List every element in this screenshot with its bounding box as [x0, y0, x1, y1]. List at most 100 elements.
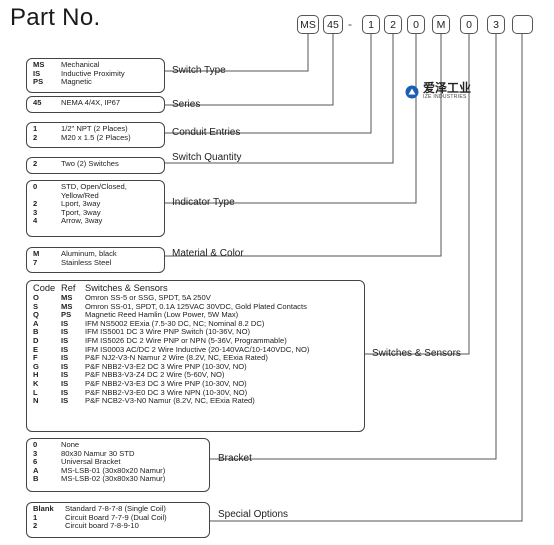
code: B	[33, 474, 39, 484]
code: G	[33, 361, 39, 371]
desc: Inductive Proximity	[61, 68, 125, 78]
part-box-sensors: 0	[460, 15, 478, 34]
desc: Universal Bracket	[61, 457, 121, 467]
code: 2	[33, 132, 38, 142]
desc: P&F NCB2-V3-N0 Namur (8.2V, NC, EExia Ra…	[85, 396, 255, 406]
label-switch-type: Switch Type	[172, 65, 226, 76]
label-switch-quantity: Switch Quantity	[172, 152, 242, 163]
code: IS	[33, 68, 41, 78]
desc: Magnetic Reed Hamlin (Low Power, 5W Max)	[85, 310, 239, 320]
label-special-options: Special Options	[218, 509, 289, 520]
code: O	[33, 293, 39, 302]
code: L	[33, 387, 38, 397]
code: 6	[33, 457, 38, 467]
part-box-series: 45	[323, 15, 343, 34]
ref: IS	[61, 344, 69, 354]
code: D	[33, 335, 39, 345]
desc: M20 x 1.5 (2 Places)	[61, 132, 131, 142]
part-box-switch-type: MS	[297, 15, 319, 34]
desc: 80x30 Namur 30 STD	[61, 448, 135, 458]
code: 7	[33, 257, 38, 267]
desc: STD, Open/Closed,	[61, 182, 127, 191]
label-indicator-type: Indicator Type	[172, 197, 235, 208]
desc: Circuit board 7-8-9-10	[65, 521, 139, 531]
label-switches-sensors: Switches & Sensors	[372, 348, 461, 359]
desc: IFM IS0003 AC/DC 2 Wire Inductive (20-14…	[85, 344, 310, 354]
brand-name-cn: 爱泽工业	[423, 81, 472, 95]
ref: MS	[61, 301, 73, 311]
code: M	[33, 249, 40, 258]
sensor-row: N IS P&F NCB2-V3-N0 Namur (8.2V, NC, EExia…	[33, 397, 358, 406]
line-conduit	[165, 34, 372, 134]
code: 2	[33, 199, 38, 209]
header-code: Code	[33, 283, 56, 293]
desc: IFM NS5002 EExia (7.5-30 DC, NC; Nominal…	[85, 318, 265, 328]
desc: Lport, 3way	[61, 199, 101, 209]
desc: P&F NBB2-V3-E0 DC 3 Wire NPN (10-30V, NO…	[85, 387, 248, 397]
sensor-row: L IS P&F NBB2-V3-E0 DC 3 Wire NPN (10-30V,…	[33, 387, 358, 398]
ref: IS	[61, 318, 69, 328]
line-indicator	[165, 34, 417, 204]
code	[33, 192, 61, 201]
code: 4	[33, 216, 38, 226]
label-conduit-entries: Conduit Entries	[172, 127, 241, 138]
code: A	[33, 318, 39, 328]
desc: P&F NBB2-V3-E3 DC 3 Wire PNP (10-30V, NO…	[85, 378, 247, 388]
ref: IS	[61, 361, 69, 371]
ref: MS	[61, 293, 73, 302]
code: N	[33, 396, 39, 406]
code: E	[33, 344, 39, 354]
desc: Circuit Board 7-7-9 (Dual Coil)	[65, 512, 167, 522]
desc: Omron SS-5 or SSG, SPDT, 5A 250V	[85, 293, 211, 302]
part-box-quantity: 2	[384, 15, 402, 34]
code: Q	[33, 310, 39, 320]
sensor-row: A IS IFM NS5002 EExia (7.5-30 DC, NC; Nomi…	[33, 318, 358, 329]
desc: P&F NBB2-V3-E2 DC 3 Wire PNP (10-30V, NO…	[85, 361, 247, 371]
desc: Magnetic	[61, 77, 92, 87]
line-material	[165, 34, 442, 257]
ref: IS	[61, 387, 69, 397]
part-box-indicator: 0	[407, 15, 425, 34]
code: 1	[33, 124, 38, 133]
code: 3	[33, 448, 38, 458]
brand-logo-icon	[405, 85, 419, 98]
ref: IS	[61, 327, 69, 337]
line-special	[210, 34, 523, 522]
desc: IFM IS5026 DC 2 Wire PNP or NPN (5-36V, …	[85, 335, 287, 345]
sensor-row: O MS Omron SS-5 or SSG, SPDT, 5A 250V	[33, 293, 358, 303]
line-series	[165, 34, 334, 106]
code: H	[33, 370, 39, 380]
code: A	[33, 465, 39, 475]
label-bracket: Bracket	[218, 453, 252, 464]
desc: Aluminum, black	[61, 249, 117, 258]
desc: MS-LSB-01 (30x80x20 Namur)	[61, 465, 166, 475]
part-box-material: M	[432, 15, 450, 34]
part-dash: -	[348, 17, 352, 31]
ref: IS	[61, 335, 69, 345]
code: 0	[33, 440, 38, 449]
desc: Omron SS-01, SPDT, 0.1A 125VAC 30VDC, Go…	[85, 301, 307, 311]
brand-logo: 爱泽工业 IZE INDUSTRIES	[405, 82, 471, 101]
code: B	[33, 327, 39, 337]
ref: IS	[61, 396, 69, 406]
part-box-conduit: 1	[362, 15, 380, 34]
code: 45	[33, 98, 42, 107]
code: K	[33, 378, 39, 388]
line-quantity	[165, 34, 394, 164]
label-series: Series	[172, 99, 201, 110]
label-material-color: Material & Color	[172, 248, 244, 259]
